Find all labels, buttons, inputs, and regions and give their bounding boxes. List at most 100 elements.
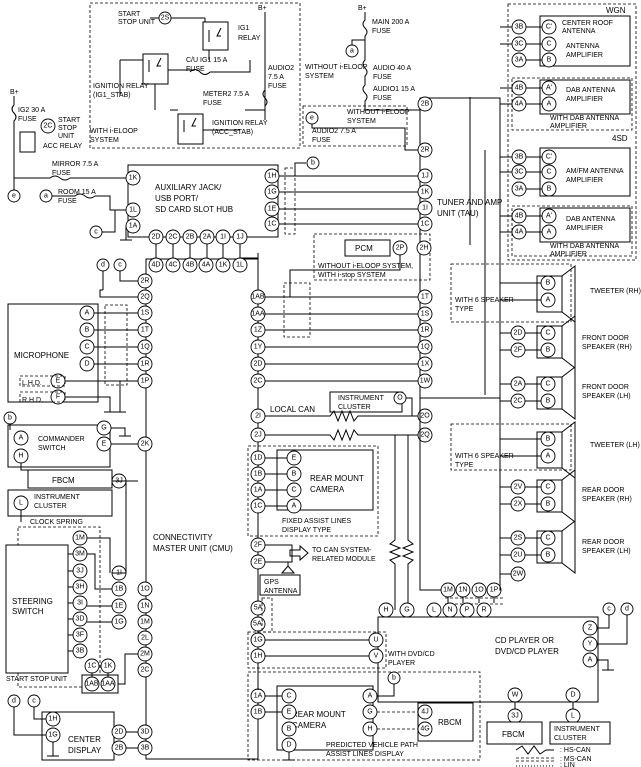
svg-text:2B: 2B [421,101,430,108]
svg-text:1E: 1E [115,603,124,610]
svg-text:FUSE: FUSE [373,74,392,81]
svg-text:AM/FM ANTENNA: AM/FM ANTENNA [566,168,624,175]
svg-text:3A: 3A [515,186,524,193]
local-can-label: LOCAL CAN [270,405,315,414]
ig2-fuse-label: IG2 30 A [18,107,46,114]
predicted-label: PREDICTED VEHICLE PATH [326,742,418,749]
svg-text:1AA: 1AA [101,681,115,688]
svg-text:1Q: 1Q [140,344,150,351]
svg-text:WITH DAB ANTENNA: WITH DAB ANTENNA [550,115,620,122]
svg-text:B: B [546,398,551,405]
svg-text:3M: 3M [75,551,85,558]
svg-text:1Y: 1Y [254,344,263,351]
svg-text:B: B [287,726,292,733]
svg-text:1A: 1A [254,693,263,700]
svg-text:SWITCH: SWITCH [38,445,66,452]
svg-text:1T: 1T [421,294,430,301]
svg-text:CENTER ROOF: CENTER ROOF [562,20,613,27]
svg-text:1O: 1O [140,586,150,593]
svg-text:1Q: 1Q [420,344,430,351]
svg-text:E: E [287,709,292,716]
svg-text:USB PORT/: USB PORT/ [155,194,199,203]
svg-text:UNIT (TAU): UNIT (TAU) [437,209,479,218]
svg-text:3B: 3B [515,154,524,161]
svg-text:4B: 4B [186,262,195,269]
svg-text:2R: 2R [141,278,150,285]
svg-text:WITH DAB ANTENNA: WITH DAB ANTENNA [550,243,620,250]
svg-text:(ACC_STAB): (ACC_STAB) [212,129,253,136]
svg-text:2C: 2C [514,398,523,405]
fbcm-left-label: FBCM [52,476,75,485]
svg-text:B: B [547,57,552,64]
svg-text:e: e [310,115,314,122]
svg-text:5A: 5A [254,605,263,612]
audio1-fuse-label: AUDIO1 15 A [373,86,415,93]
svg-text:P: P [465,607,470,614]
svg-text:A: A [368,693,373,700]
svg-text:a: a [44,193,48,200]
svg-text:2V: 2V [514,484,523,491]
svg-text:C: C [84,344,89,351]
svg-text:1C: 1C [268,221,277,228]
svg-text:U: U [373,637,378,644]
svg-text:2C: 2C [169,234,178,241]
svg-text:1A: 1A [254,487,263,494]
svg-text:C: C [546,41,551,48]
svg-text:A: A [588,657,593,664]
svg-text:AMPLIFIER: AMPLIFIER [550,251,587,258]
svg-text:B: B [546,280,551,287]
fbcm-bottom-box [486,721,543,745]
fbcm-left-box [27,469,113,489]
svg-text:1M: 1M [140,619,150,626]
svg-text:1E: 1E [268,206,277,213]
commander-switch-label: COMMANDER [38,436,85,443]
svg-text:FUSE: FUSE [58,198,77,205]
svg-text:CAMERA: CAMERA [292,721,327,730]
svg-text:AMPLIFIER: AMPLIFIER [566,177,603,184]
svg-text:2E: 2E [254,559,263,566]
svg-text:R: R [481,607,486,614]
pcm-label: PCM [355,244,373,253]
svg-text:1C: 1C [421,221,430,228]
svg-text:DVD/CD PLAYER: DVD/CD PLAYER [495,647,559,656]
svg-text:3D: 3D [76,616,85,623]
svg-text:1T: 1T [141,327,150,334]
svg-text:SPEAKER (LH): SPEAKER (LH) [582,548,631,555]
svg-text:UNIT: UNIT [58,133,75,140]
svg-text:d: d [101,262,105,269]
svg-text:SYSTEM: SYSTEM [347,118,376,125]
wgn-label: WGN [606,6,626,15]
svg-text:MASTER UNIT (CMU): MASTER UNIT (CMU) [153,544,233,553]
svg-text:L: L [19,500,23,507]
ignition-relay-ig1-label: IGNITION RELAY [93,83,149,90]
lhd-label: L.H.D. [22,380,42,387]
svg-text:1D: 1D [254,455,263,462]
rbcm-label: RBCM [438,718,462,727]
svg-text:1O: 1O [474,587,484,594]
svg-text:B: B [546,347,551,354]
instrument-cluster-mid-label: INSTRUMENT [338,395,385,402]
svg-text:CLUSTER: CLUSTER [554,735,587,742]
svg-text:c: c [94,229,98,236]
svg-text:1G: 1G [267,189,276,196]
svg-text:4G: 4G [420,726,429,733]
instrument-cluster-left-label: INSTRUMENT [34,494,81,501]
svg-text:DISPLAY TYPE: DISPLAY TYPE [282,527,331,534]
legend-ms: : MS-CAN [560,756,592,763]
svg-text:2F: 2F [254,542,262,549]
svg-text:REAR DOOR: REAR DOOR [582,539,624,546]
aux-jack-label: AUXILIARY JACK/ [155,183,222,192]
svg-text:3C: 3C [515,41,524,48]
svg-text:1L: 1L [236,262,244,269]
svg-text:2H: 2H [420,245,429,252]
b-plus-label: B+ [258,5,267,12]
svg-text:O: O [397,395,403,402]
svg-text:2D: 2D [115,729,124,736]
svg-text:L: L [571,713,575,720]
svg-text:2B: 2B [186,234,195,241]
svg-text:STOP: STOP [58,125,77,132]
svg-text:E: E [292,455,297,462]
svg-text:B: B [85,327,90,334]
svg-text:B+: B+ [358,5,367,12]
svg-text:W: W [512,692,519,699]
